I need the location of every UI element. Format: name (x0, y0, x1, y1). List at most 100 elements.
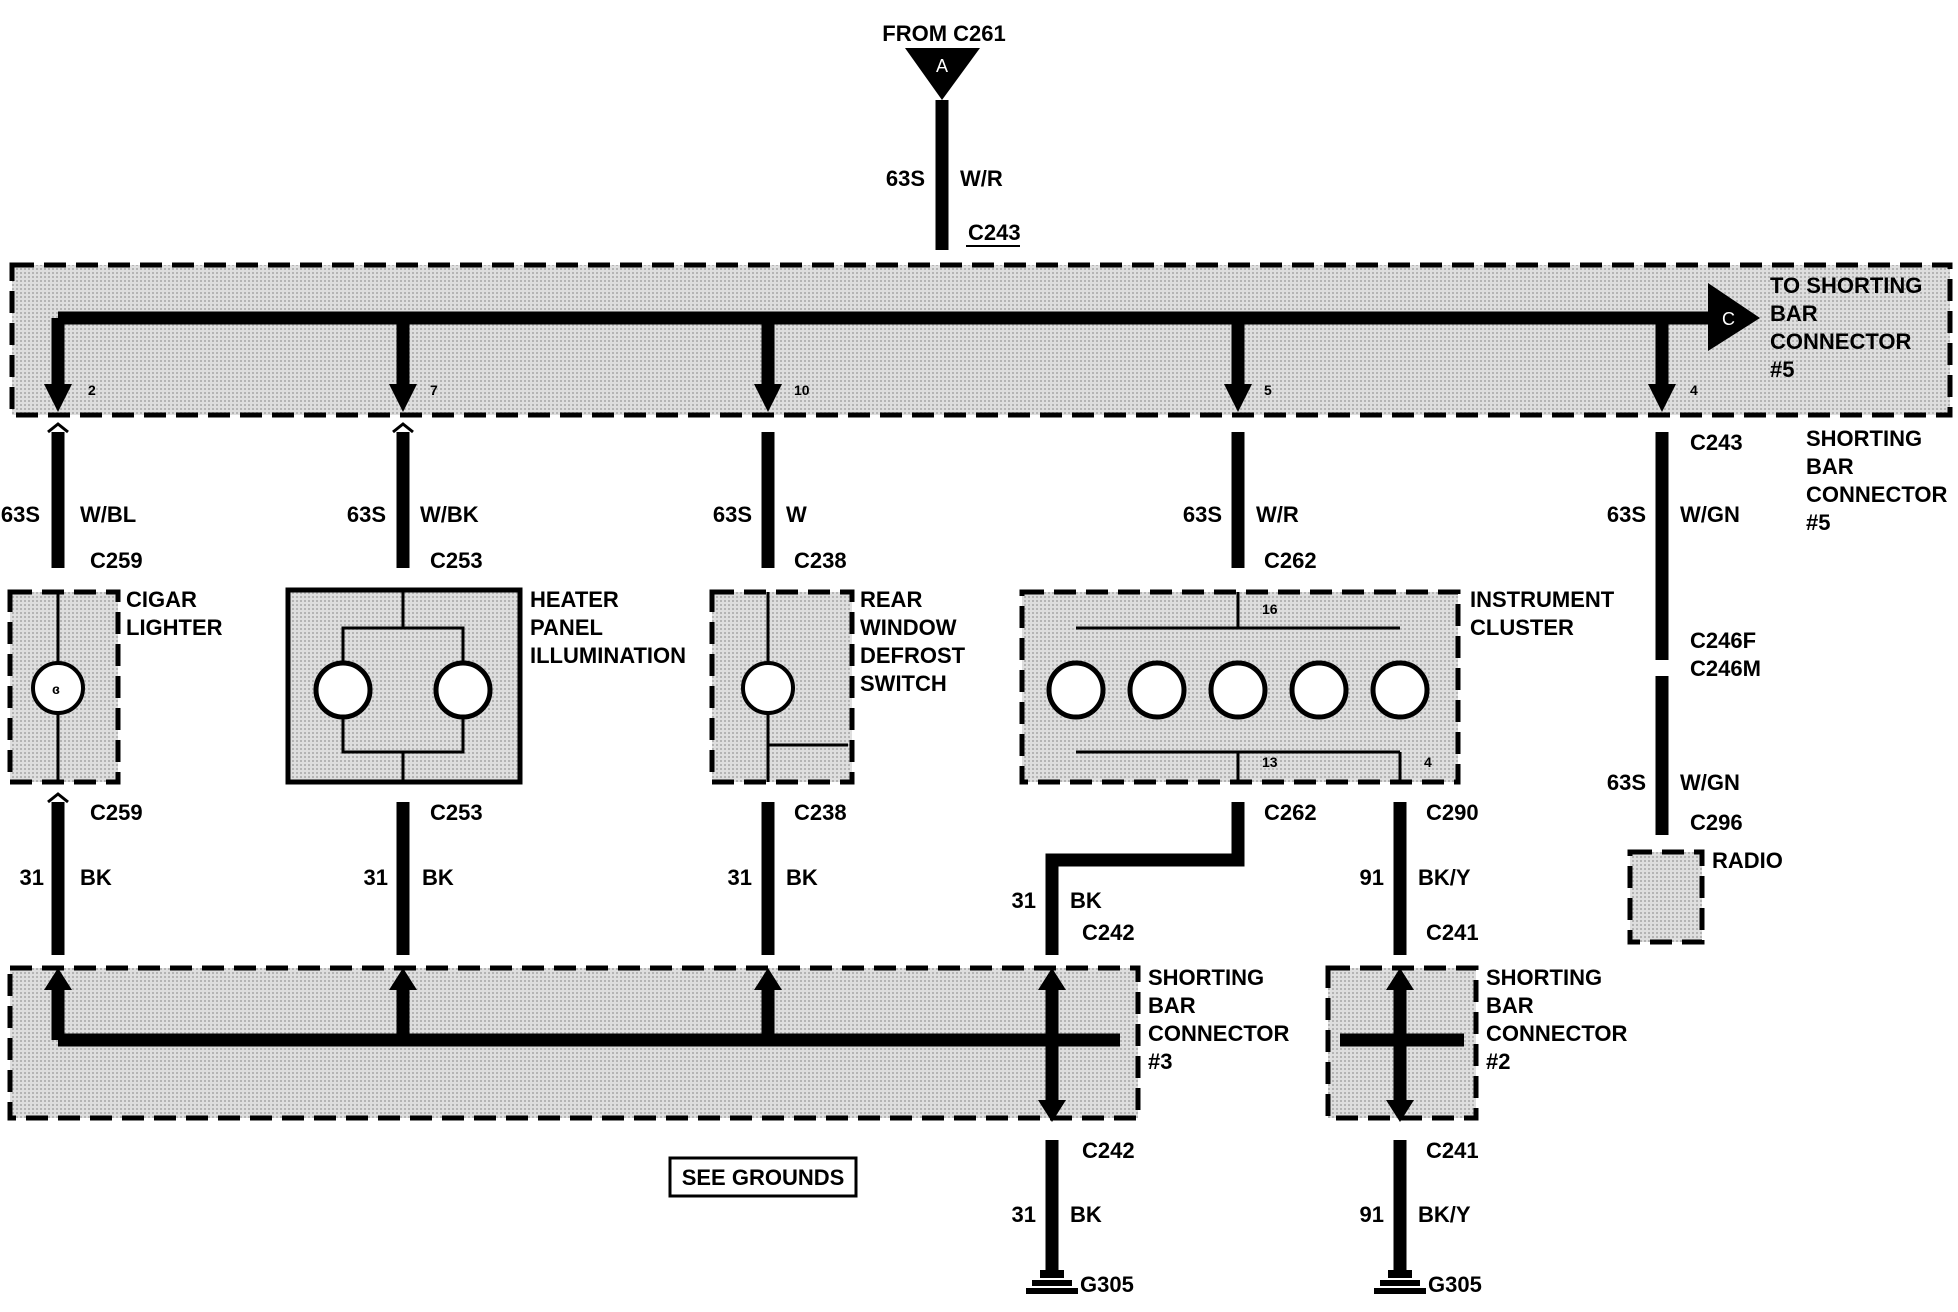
cigar-gnd-connector: C259 (90, 800, 143, 825)
branch-instrument-cluster: 63S W/R C262 16 13 4 INSTRUMENT CLUSTER … (1012, 432, 1615, 955)
sb5-side-line3: CONNECTOR (1806, 482, 1947, 507)
pin-2: 2 (88, 382, 96, 398)
sb3-label-2: BAR (1148, 993, 1196, 1018)
cluster-pin-13: 13 (1262, 754, 1278, 770)
cluster-gnd2-circuit: 91 (1360, 865, 1384, 890)
ground-g305-right: G305 (1428, 1272, 1482, 1297)
to-shorting-line3: CONNECTOR (1770, 329, 1911, 354)
pin-10: 10 (794, 382, 810, 398)
connector-c-letter: C (1722, 309, 1735, 329)
sb2-out-circuit: 91 (1360, 1202, 1384, 1227)
sb2-label-4: #2 (1486, 1049, 1510, 1074)
radio-circuit2: 63S (1607, 770, 1646, 795)
radio-box (1627, 849, 1705, 945)
cluster-color: W/R (1256, 502, 1299, 527)
sb3-out-color: BK (1070, 1202, 1102, 1227)
ground-g305-left-icon (1026, 1270, 1078, 1294)
to-shorting-line1: TO SHORTING (1770, 273, 1922, 298)
see-grounds-label: SEE GROUNDS (682, 1165, 845, 1190)
sb2-label-1: SHORTING (1486, 965, 1602, 990)
defrost-gnd-circuit: 31 (728, 865, 752, 890)
defrost-circuit: 63S (713, 502, 752, 527)
radio-inline-2: C246M (1690, 656, 1761, 681)
to-shorting-line4: #5 (1770, 357, 1794, 382)
sb3-label-3: CONNECTOR (1148, 1021, 1289, 1046)
cluster-label-1: INSTRUMENT (1470, 587, 1615, 612)
pin-4: 4 (1690, 382, 1698, 398)
source-circuit: 63S (886, 166, 925, 191)
branch-cigar-lighter: 63S W/BL C259 ɞ CIGAR LIGHTER C259 31 BK (1, 422, 223, 955)
heater-label-1: HEATER (530, 587, 619, 612)
sb2-connector: C241 (1426, 920, 1479, 945)
to-shorting-line2: BAR (1770, 301, 1818, 326)
radio-color2: W/GN (1680, 770, 1740, 795)
defrost-gnd-connector: C238 (794, 800, 847, 825)
ground-g305-left: G305 (1080, 1272, 1134, 1297)
cluster-pin-4: 4 (1424, 754, 1432, 770)
connector-a-arrow (905, 48, 980, 100)
heater-circuit: 63S (347, 502, 386, 527)
sb3-label-4: #3 (1148, 1049, 1172, 1074)
sb2-label-3: CONNECTOR (1486, 1021, 1627, 1046)
from-c261-label: FROM C261 (882, 21, 1005, 46)
sb5-side-line2: BAR (1806, 454, 1854, 479)
sb3-out-connector: C242 (1082, 1138, 1135, 1163)
svg-text:ɞ: ɞ (52, 681, 60, 697)
cluster-label-2: CLUSTER (1470, 615, 1574, 640)
cigar-label-1: CIGAR (126, 587, 197, 612)
heater-connector: C253 (430, 548, 483, 573)
defrost-gnd-color: BK (786, 865, 818, 890)
heater-gnd-circuit: 31 (364, 865, 388, 890)
heater-gnd-color: BK (422, 865, 454, 890)
source-connector: C243 (968, 220, 1021, 245)
pin-7: 7 (430, 382, 438, 398)
cigar-gnd-circuit: 31 (20, 865, 44, 890)
heater-gnd-connector: C253 (430, 800, 483, 825)
defrost-label-4: SWITCH (860, 671, 947, 696)
branch-rear-defrost: 63S W C238 REAR WINDOW DEFROST SWITCH C2… (709, 432, 966, 955)
cluster-gnd2-color: BK/Y (1418, 865, 1471, 890)
sb3-out-circuit: 31 (1012, 1202, 1036, 1227)
cigar-label-2: LIGHTER (126, 615, 223, 640)
sb3-label-1: SHORTING (1148, 965, 1264, 990)
sb2-out-color: BK/Y (1418, 1202, 1471, 1227)
radio-color: W/GN (1680, 502, 1740, 527)
sb2-out-connector: C241 (1426, 1138, 1479, 1163)
cigar-connector: C259 (90, 548, 143, 573)
radio-inline-1: C246F (1690, 628, 1756, 653)
heater-label-2: PANEL (530, 615, 603, 640)
defrost-label-3: DEFROST (860, 643, 966, 668)
sb2-label-2: BAR (1486, 993, 1534, 1018)
connector-a-letter: A (936, 56, 948, 76)
see-grounds-box[interactable] (668, 1156, 858, 1198)
sb3-connector: C242 (1082, 920, 1135, 945)
cluster-gnd-color: BK (1070, 888, 1102, 913)
cluster-connector: C262 (1264, 548, 1317, 573)
sb5-side-line1: SHORTING (1806, 426, 1922, 451)
defrost-label-1: REAR (860, 587, 922, 612)
radio-circuit: 63S (1607, 502, 1646, 527)
radio-label: RADIO (1712, 848, 1783, 873)
cluster-gnd-circuit: 31 (1012, 888, 1036, 913)
heater-label-3: ILLUMINATION (530, 643, 686, 668)
ground-g305-right-icon (1374, 1270, 1426, 1294)
cluster-gnd-connector: C262 (1264, 800, 1317, 825)
defrost-label-2: WINDOW (860, 615, 957, 640)
shorting-bar-5-box (9, 262, 1953, 418)
branch-radio: C243 63S W/GN C246F C246M 63S W/GN C296 … (1607, 430, 1783, 945)
cluster-circuit: 63S (1183, 502, 1222, 527)
connector-c-arrow (1708, 283, 1760, 351)
cigar-gnd-color: BK (80, 865, 112, 890)
source-color: W/R (960, 166, 1003, 191)
cluster-pin-16: 16 (1262, 601, 1278, 617)
defrost-connector: C238 (794, 548, 847, 573)
cluster-gnd2-connector: C290 (1426, 800, 1479, 825)
radio-connector: C296 (1690, 810, 1743, 835)
sb5-side-line4: #5 (1806, 510, 1830, 535)
cigar-circuit: 63S (1, 502, 40, 527)
heater-color: W/BK (420, 502, 479, 527)
radio-top-connector: C243 (1690, 430, 1743, 455)
cigar-color: W/BL (80, 502, 136, 527)
branch-heater-panel: 63S W/BK C253 HEATER PANEL ILLUMINATION … (285, 422, 686, 955)
